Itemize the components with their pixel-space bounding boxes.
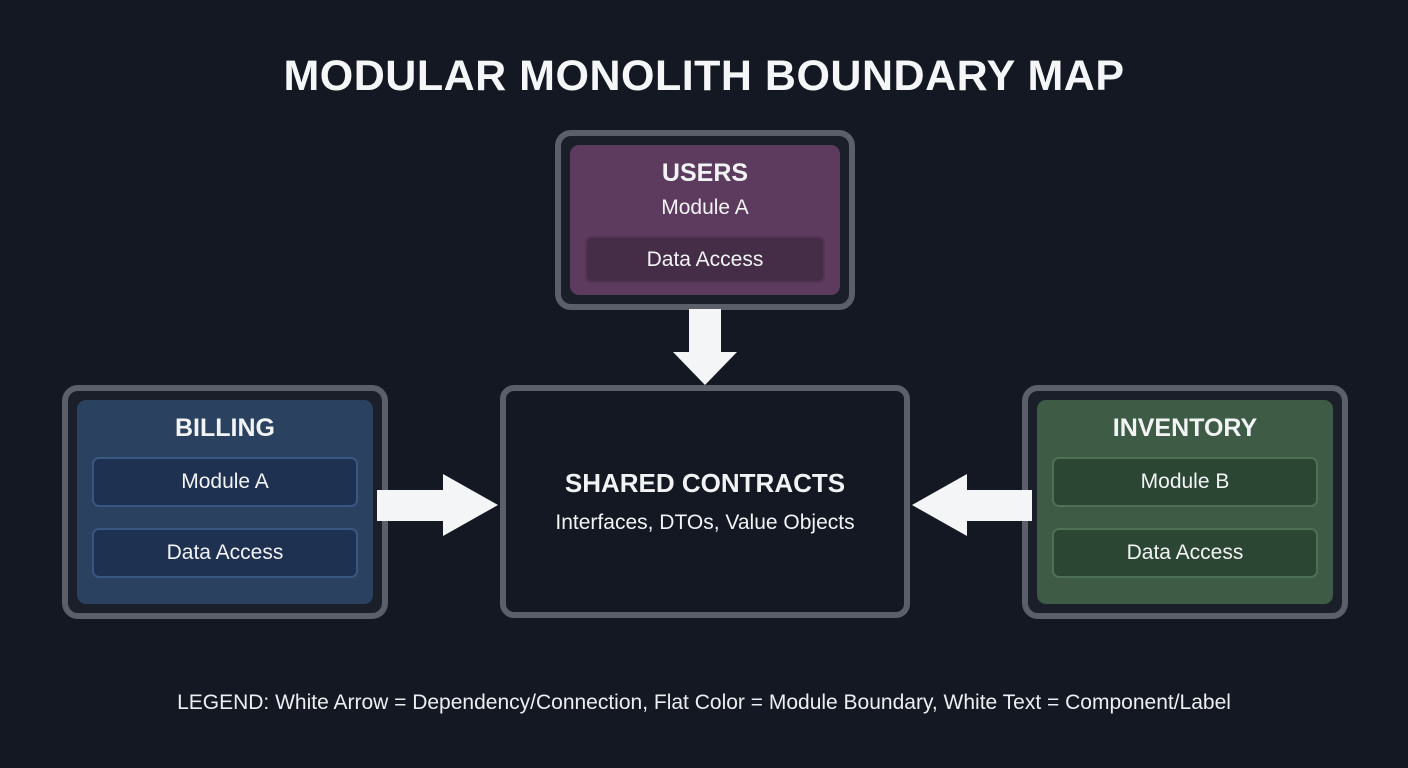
inventory-module-frame: INVENTORY Module B Data Access	[1022, 385, 1348, 619]
inventory-module-title: INVENTORY	[1112, 414, 1258, 442]
page-title: MODULAR MONOLITH BOUNDARY MAP	[283, 52, 1125, 100]
users-module: USERS Module A Data Access	[570, 145, 840, 295]
billing-component-data-access: Data Access	[92, 528, 358, 578]
component-label: Module A	[181, 470, 269, 493]
shared-contracts-box: SHARED CONTRACTS Interfaces, DTOs, Value…	[500, 385, 910, 618]
arrow-head-down-icon	[673, 352, 737, 385]
inventory-component-module-b: Module B	[1052, 457, 1318, 507]
shared-contracts-subtitle: Interfaces, DTOs, Value Objects	[555, 511, 855, 534]
users-module-subtitle: Module A	[661, 196, 749, 219]
component-label: Data Access	[1126, 541, 1244, 564]
users-module-frame: USERS Module A Data Access	[555, 130, 855, 310]
arrow-shaft	[377, 490, 443, 521]
shared-contracts-title: SHARED CONTRACTS	[564, 468, 846, 498]
arrow-head-right-icon	[443, 474, 498, 536]
billing-module-title: BILLING	[175, 414, 275, 442]
users-module-title: USERS	[661, 159, 749, 187]
inventory-module: INVENTORY Module B Data Access	[1037, 400, 1333, 604]
legend-text: LEGEND: White Arrow = Dependency/Connect…	[177, 691, 1231, 714]
users-component-data-access: Data Access	[585, 236, 825, 283]
arrow-head-left-icon	[912, 474, 967, 536]
billing-module-frame: BILLING Module A Data Access	[62, 385, 388, 619]
component-label: Module B	[1140, 470, 1230, 493]
component-label: Data Access	[646, 247, 764, 271]
billing-component-module-a: Module A	[92, 457, 358, 507]
component-label: Data Access	[166, 541, 284, 564]
arrow-shaft	[689, 309, 721, 352]
billing-module: BILLING Module A Data Access	[77, 400, 373, 604]
arrow-shaft	[966, 490, 1032, 521]
inventory-component-data-access: Data Access	[1052, 528, 1318, 578]
